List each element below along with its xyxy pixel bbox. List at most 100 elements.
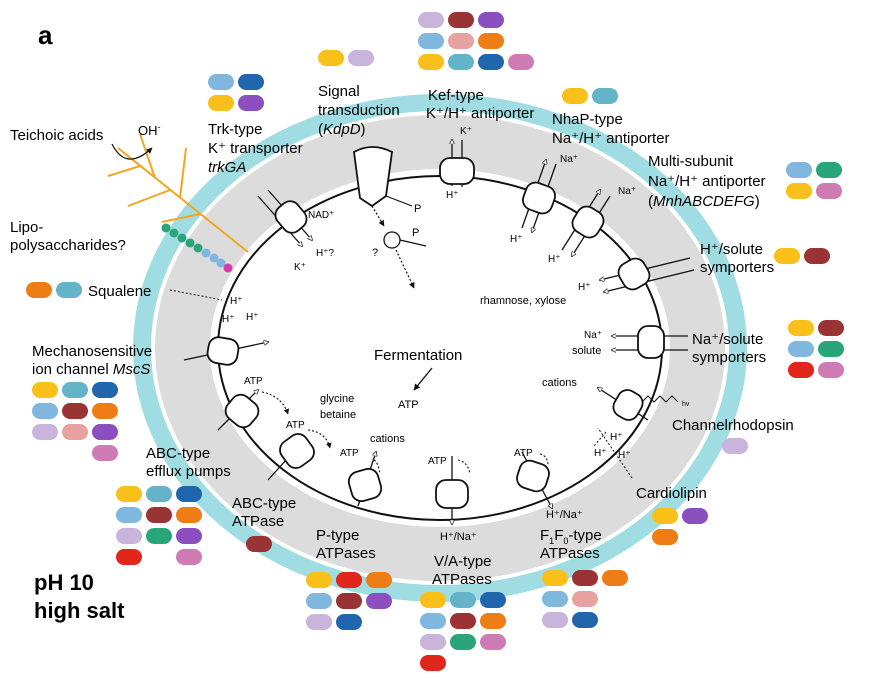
- distribution-pills: [26, 12, 844, 671]
- distribution-pill: [420, 655, 446, 671]
- ptype-label-line1: P-type: [316, 527, 359, 544]
- kef-k-label: K⁺: [460, 126, 472, 137]
- distribution-pill: [818, 320, 844, 336]
- distribution-pill: [116, 507, 142, 523]
- f1f0-atp: ATP: [514, 448, 533, 459]
- squalene-h2: H⁺: [222, 314, 235, 325]
- distribution-pill: [542, 570, 568, 586]
- distribution-pill: [542, 612, 568, 628]
- condition-line1: pH 10: [34, 570, 94, 595]
- distribution-pill: [786, 183, 812, 199]
- distribution-pill: [602, 570, 628, 586]
- distribution-pill: [32, 382, 58, 398]
- trk-k-label: K⁺: [294, 262, 306, 273]
- f1f0-label-line1: H⁺/Na⁺: [546, 509, 583, 521]
- nhap-label-line1: NhaP-type: [552, 111, 623, 128]
- h-symp-label-line2: symporters: [700, 259, 774, 276]
- distribution-pill: [32, 403, 58, 419]
- cardiolipin-h-arrow: [593, 431, 607, 447]
- abc-atp: ATP: [286, 420, 305, 431]
- distribution-pill: [62, 382, 88, 398]
- regulator-p-line: [399, 239, 427, 247]
- lipo-label-line1: Lipo-: [10, 219, 43, 236]
- squalene-h3: H⁺: [246, 312, 259, 323]
- condition-line2: high salt: [34, 598, 125, 623]
- distribution-pill: [418, 33, 444, 49]
- kdpd-p-line: [385, 195, 413, 207]
- channelrhodopsin-label: Channelrhodopsin: [672, 417, 794, 434]
- abc-atpase-label-line1: ABC-type: [232, 495, 296, 512]
- mscs-label-line1: Mechanosensitive: [32, 343, 152, 360]
- multi-label-line1: Multi-subunit: [648, 153, 734, 170]
- regulator-circle: [383, 231, 401, 249]
- distribution-pill: [572, 591, 598, 607]
- reg-q-label: ?: [372, 247, 378, 259]
- kef-label-line2: K⁺/H⁺ antiporter: [426, 105, 534, 122]
- distribution-pill: [448, 12, 474, 28]
- distribution-pill: [508, 54, 534, 70]
- multi-label-line3: (MnhABCDEFG): [648, 193, 760, 210]
- trk-label-line3: trkGA: [208, 159, 246, 176]
- distribution-pill: [804, 248, 830, 264]
- f1f0-label-line2: F1F0-type: [540, 527, 602, 546]
- betaine-label: betaine: [320, 409, 356, 421]
- distribution-pill: [92, 424, 118, 440]
- distribution-pill: [238, 95, 264, 111]
- distribution-pill: [306, 593, 332, 609]
- panel-letter: a: [38, 20, 53, 50]
- oh-arrow: [111, 143, 153, 160]
- distribution-pill: [92, 445, 118, 461]
- lipo-label-line2: polysaccharides?: [10, 237, 126, 254]
- distribution-pill: [418, 54, 444, 70]
- distribution-pill: [788, 362, 814, 378]
- distribution-pill: [816, 183, 842, 199]
- distribution-pill: [92, 382, 118, 398]
- signal-label-line1: Signal: [318, 83, 360, 100]
- trk-label-line1: Trk-type: [208, 121, 262, 138]
- distribution-pill: [420, 613, 446, 629]
- distribution-pill: [450, 613, 476, 629]
- distribution-pill: [366, 593, 392, 609]
- distribution-pill: [348, 50, 374, 66]
- distribution-pill: [306, 614, 332, 630]
- va-atp: ATP: [428, 456, 447, 467]
- distribution-pill: [786, 162, 812, 178]
- atp-dotted-arrows: [261, 391, 549, 475]
- abc-atpase-label-line2: ATPase: [232, 513, 284, 530]
- distribution-pill: [420, 634, 446, 650]
- distribution-pill: [62, 403, 88, 419]
- cardiolipin-label: Cardiolipin: [636, 485, 707, 502]
- hsymp-h-label: H⁺: [578, 282, 591, 293]
- distribution-pill: [592, 88, 618, 104]
- retinal-zigzag: [641, 395, 679, 403]
- distribution-pill: [366, 572, 392, 588]
- membrane-proteins: [206, 157, 665, 509]
- distribution-pill: [774, 248, 800, 264]
- distribution-pill: [336, 614, 362, 630]
- distribution-pill: [176, 486, 202, 502]
- teichoic-label: Teichoic acids: [10, 127, 103, 144]
- distribution-pill: [652, 529, 678, 545]
- glycine-label: glycine: [320, 393, 354, 405]
- distribution-pill: [238, 74, 264, 90]
- fermentation-arrow: [413, 367, 433, 391]
- ptype-cations: cations: [370, 433, 405, 445]
- kef-label-line1: Kef-type: [428, 87, 484, 104]
- kdpd-p-label: P: [414, 203, 421, 215]
- distribution-pill: [448, 33, 474, 49]
- distribution-pill: [788, 320, 814, 336]
- nhap-na-label: Na⁺: [560, 154, 578, 165]
- signal-label-line2: transduction: [318, 102, 400, 119]
- nhap-label-line2: Na⁺/H⁺ antiporter: [552, 130, 670, 147]
- cardio-h2: H⁺: [594, 448, 607, 459]
- mnh-na-label: Na⁺: [618, 186, 636, 197]
- distribution-pill: [478, 33, 504, 49]
- squalene-h1: H⁺: [230, 296, 243, 307]
- distribution-pill: [336, 593, 362, 609]
- trk-label-line2: K⁺ transporter: [208, 140, 303, 157]
- kdpd-sensor: [353, 146, 393, 208]
- na-symp-label-line2: symporters: [692, 349, 766, 366]
- va-label-line1: V/A-type: [434, 553, 492, 570]
- reg-p-label: P: [412, 227, 419, 239]
